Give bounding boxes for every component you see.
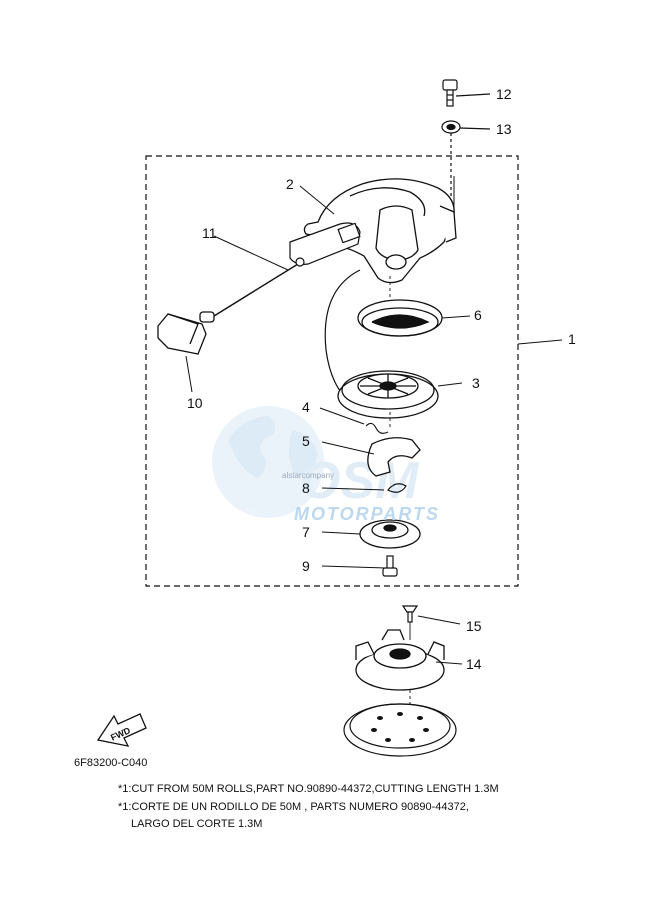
part-6-spiral-spring: [357, 299, 471, 337]
part-12-bolt: [442, 79, 491, 107]
part-11-starter-rope: [213, 222, 361, 397]
part-8-clip: [321, 483, 407, 493]
callout-5: 5: [302, 433, 310, 449]
part-14-starter-pulley: [355, 629, 463, 691]
part-5-pawl: [321, 437, 421, 477]
part-3-rope-drum: [337, 370, 463, 419]
callout-8: 8: [302, 480, 310, 496]
watermark-motorparts: MOTORPARTS: [294, 504, 441, 524]
diagram-code: 6F83200-C040: [74, 757, 148, 769]
part-2-starter-case: [299, 176, 457, 284]
callout-14: 14: [466, 656, 482, 672]
callout-13: 13: [496, 121, 512, 137]
note-line-1: *1:CUT FROM 50M ROLLS,PART NO.90890-4437…: [118, 783, 499, 795]
callout-2: 2: [286, 176, 294, 192]
part-7-drive-plate: [321, 519, 421, 549]
part-9-bolt: [321, 555, 398, 577]
callout-9: 9: [302, 558, 310, 574]
callout-11: 11: [202, 225, 217, 241]
part-15-screw: [401, 605, 461, 625]
watermark-small-text: alstarcompany: [282, 471, 335, 480]
callout-15: 15: [466, 618, 482, 634]
callout-1: 1: [568, 331, 576, 347]
callout-10: 10: [187, 395, 203, 411]
watermark-logo: OSM: [212, 406, 420, 518]
part-4-pawl-spring: [319, 407, 389, 434]
callout-4: 4: [302, 399, 310, 415]
callout-3: 3: [472, 375, 480, 391]
flywheel-plate: [343, 703, 457, 757]
note-line-2: *1:CORTE DE UN RODILLO DE 50M , PARTS NU…: [118, 801, 469, 813]
part-10-handle: [157, 311, 215, 393]
callout-7: 7: [302, 524, 310, 540]
note-line-3: LARGO DEL CORTE 1.3M: [131, 818, 263, 830]
fwd-arrow-icon: [96, 713, 147, 747]
svg-text:OSM: OSM: [300, 452, 420, 510]
assembly-boundary-box: [145, 155, 519, 587]
callout-12: 12: [496, 86, 512, 102]
part-13-washer: [441, 120, 491, 200]
callout-6: 6: [474, 307, 482, 323]
